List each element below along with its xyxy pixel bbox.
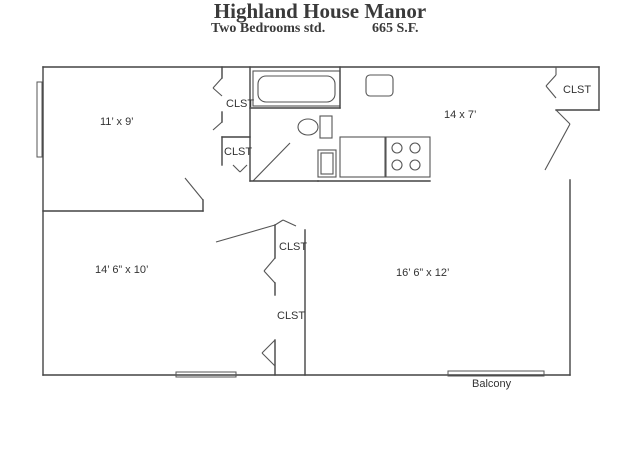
- closet-walls-right: [544, 67, 600, 171]
- outer-walls: [42, 66, 600, 376]
- balcony-door: [447, 370, 545, 377]
- closet-label-2: CLST: [224, 146, 252, 158]
- unit-area: 665 S.F.: [372, 21, 419, 36]
- room-label-living: 16’ 6” x 12’: [396, 267, 449, 279]
- left-window: [36, 81, 43, 158]
- closet-label-5: CLST: [277, 310, 305, 322]
- closet-walls-upper: [212, 66, 251, 182]
- closet-label-3: CLST: [563, 84, 591, 96]
- bathroom: [249, 66, 341, 182]
- bedroom-walls: [42, 177, 204, 212]
- closet-label-4: CLST: [279, 241, 307, 253]
- room-label-bedroom-large: 14’ 6” x 10’: [95, 264, 148, 276]
- room-label-bedroom-small: 11’ x 9’: [100, 116, 134, 128]
- closet-walls-lower: [215, 219, 306, 376]
- bottom-window: [175, 371, 237, 378]
- unit-type: Two Bedrooms std.: [211, 21, 326, 36]
- room-label-kitchen: 14 x 7’: [444, 109, 476, 121]
- balcony-label: Balcony: [472, 378, 512, 390]
- closet-label-1: CLST: [226, 98, 254, 110]
- plan-title: Highland House Manor: [213, 0, 427, 23]
- kitchen: [317, 74, 431, 182]
